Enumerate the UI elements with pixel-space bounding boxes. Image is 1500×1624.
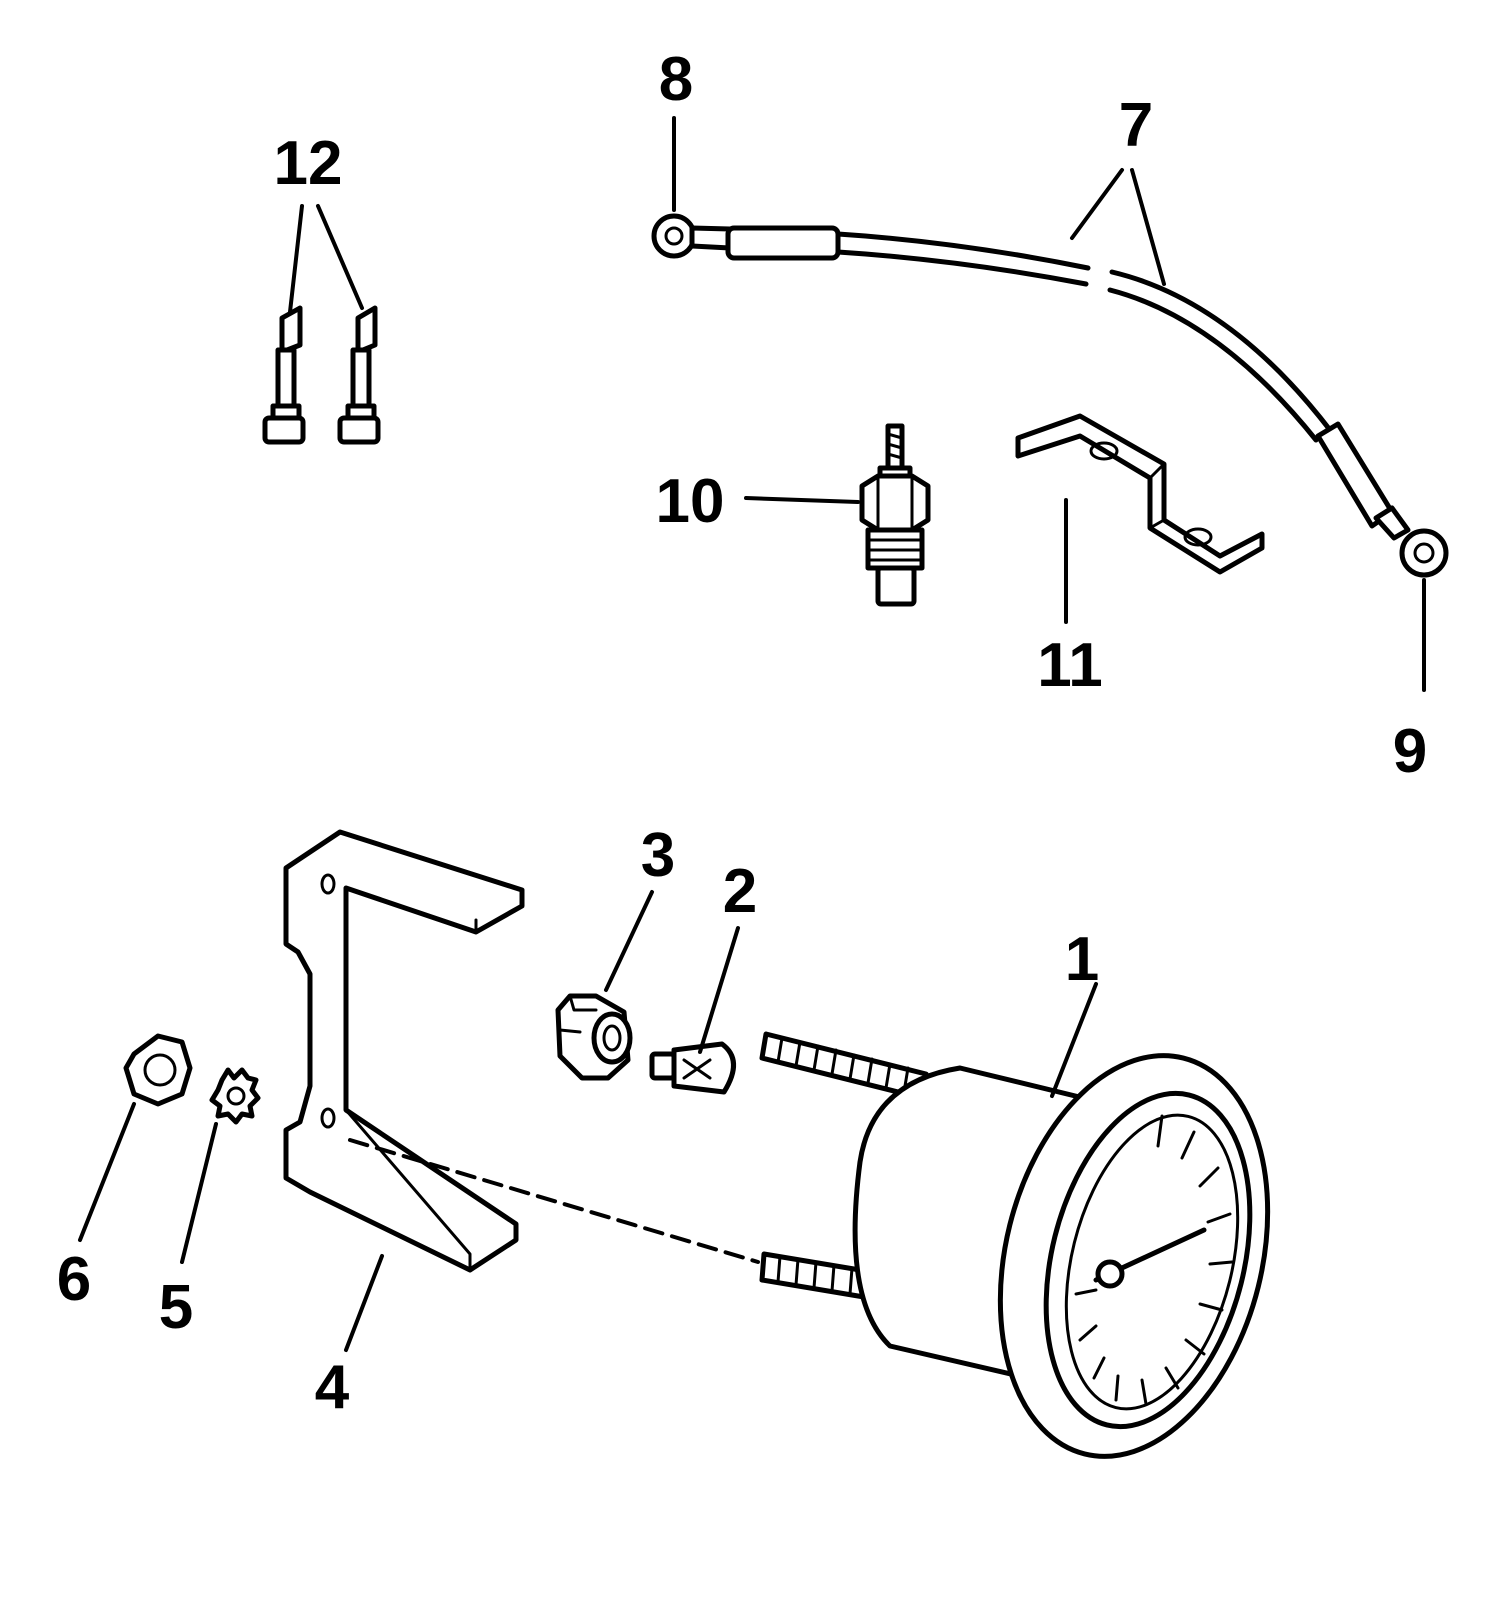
part-11-ground-bracket bbox=[1015, 413, 1265, 575]
callout-5: 5 bbox=[159, 1273, 193, 1342]
callout-7: 7 bbox=[1119, 91, 1153, 160]
callout-4: 4 bbox=[315, 1353, 350, 1422]
callout-9: 9 bbox=[1393, 717, 1427, 786]
callout-8: 8 bbox=[659, 45, 693, 114]
part-4-mounting-bracket bbox=[283, 829, 525, 1273]
part-1-gauge bbox=[759, 1031, 1271, 1459]
callout-3: 3 bbox=[641, 821, 675, 890]
callout-10: 10 bbox=[656, 467, 725, 536]
part-7-wire-lead bbox=[651, 213, 1449, 578]
part-5-lock-washer bbox=[209, 1067, 261, 1125]
part-2-bulb bbox=[649, 1041, 736, 1095]
leader-lines bbox=[78, 116, 1426, 1352]
callout-12: 12 bbox=[274, 129, 343, 198]
callout-6: 6 bbox=[57, 1245, 91, 1314]
part-10-temperature-sender bbox=[859, 423, 931, 607]
part-6-nut bbox=[123, 1033, 193, 1107]
callout-1: 1 bbox=[1065, 925, 1099, 994]
alignment-line bbox=[348, 1138, 760, 1264]
callout-2: 2 bbox=[723, 857, 757, 926]
part-3-bulb-socket bbox=[555, 993, 633, 1081]
callout-11: 11 bbox=[1037, 631, 1103, 700]
part-12-terminal-pins bbox=[262, 305, 381, 445]
